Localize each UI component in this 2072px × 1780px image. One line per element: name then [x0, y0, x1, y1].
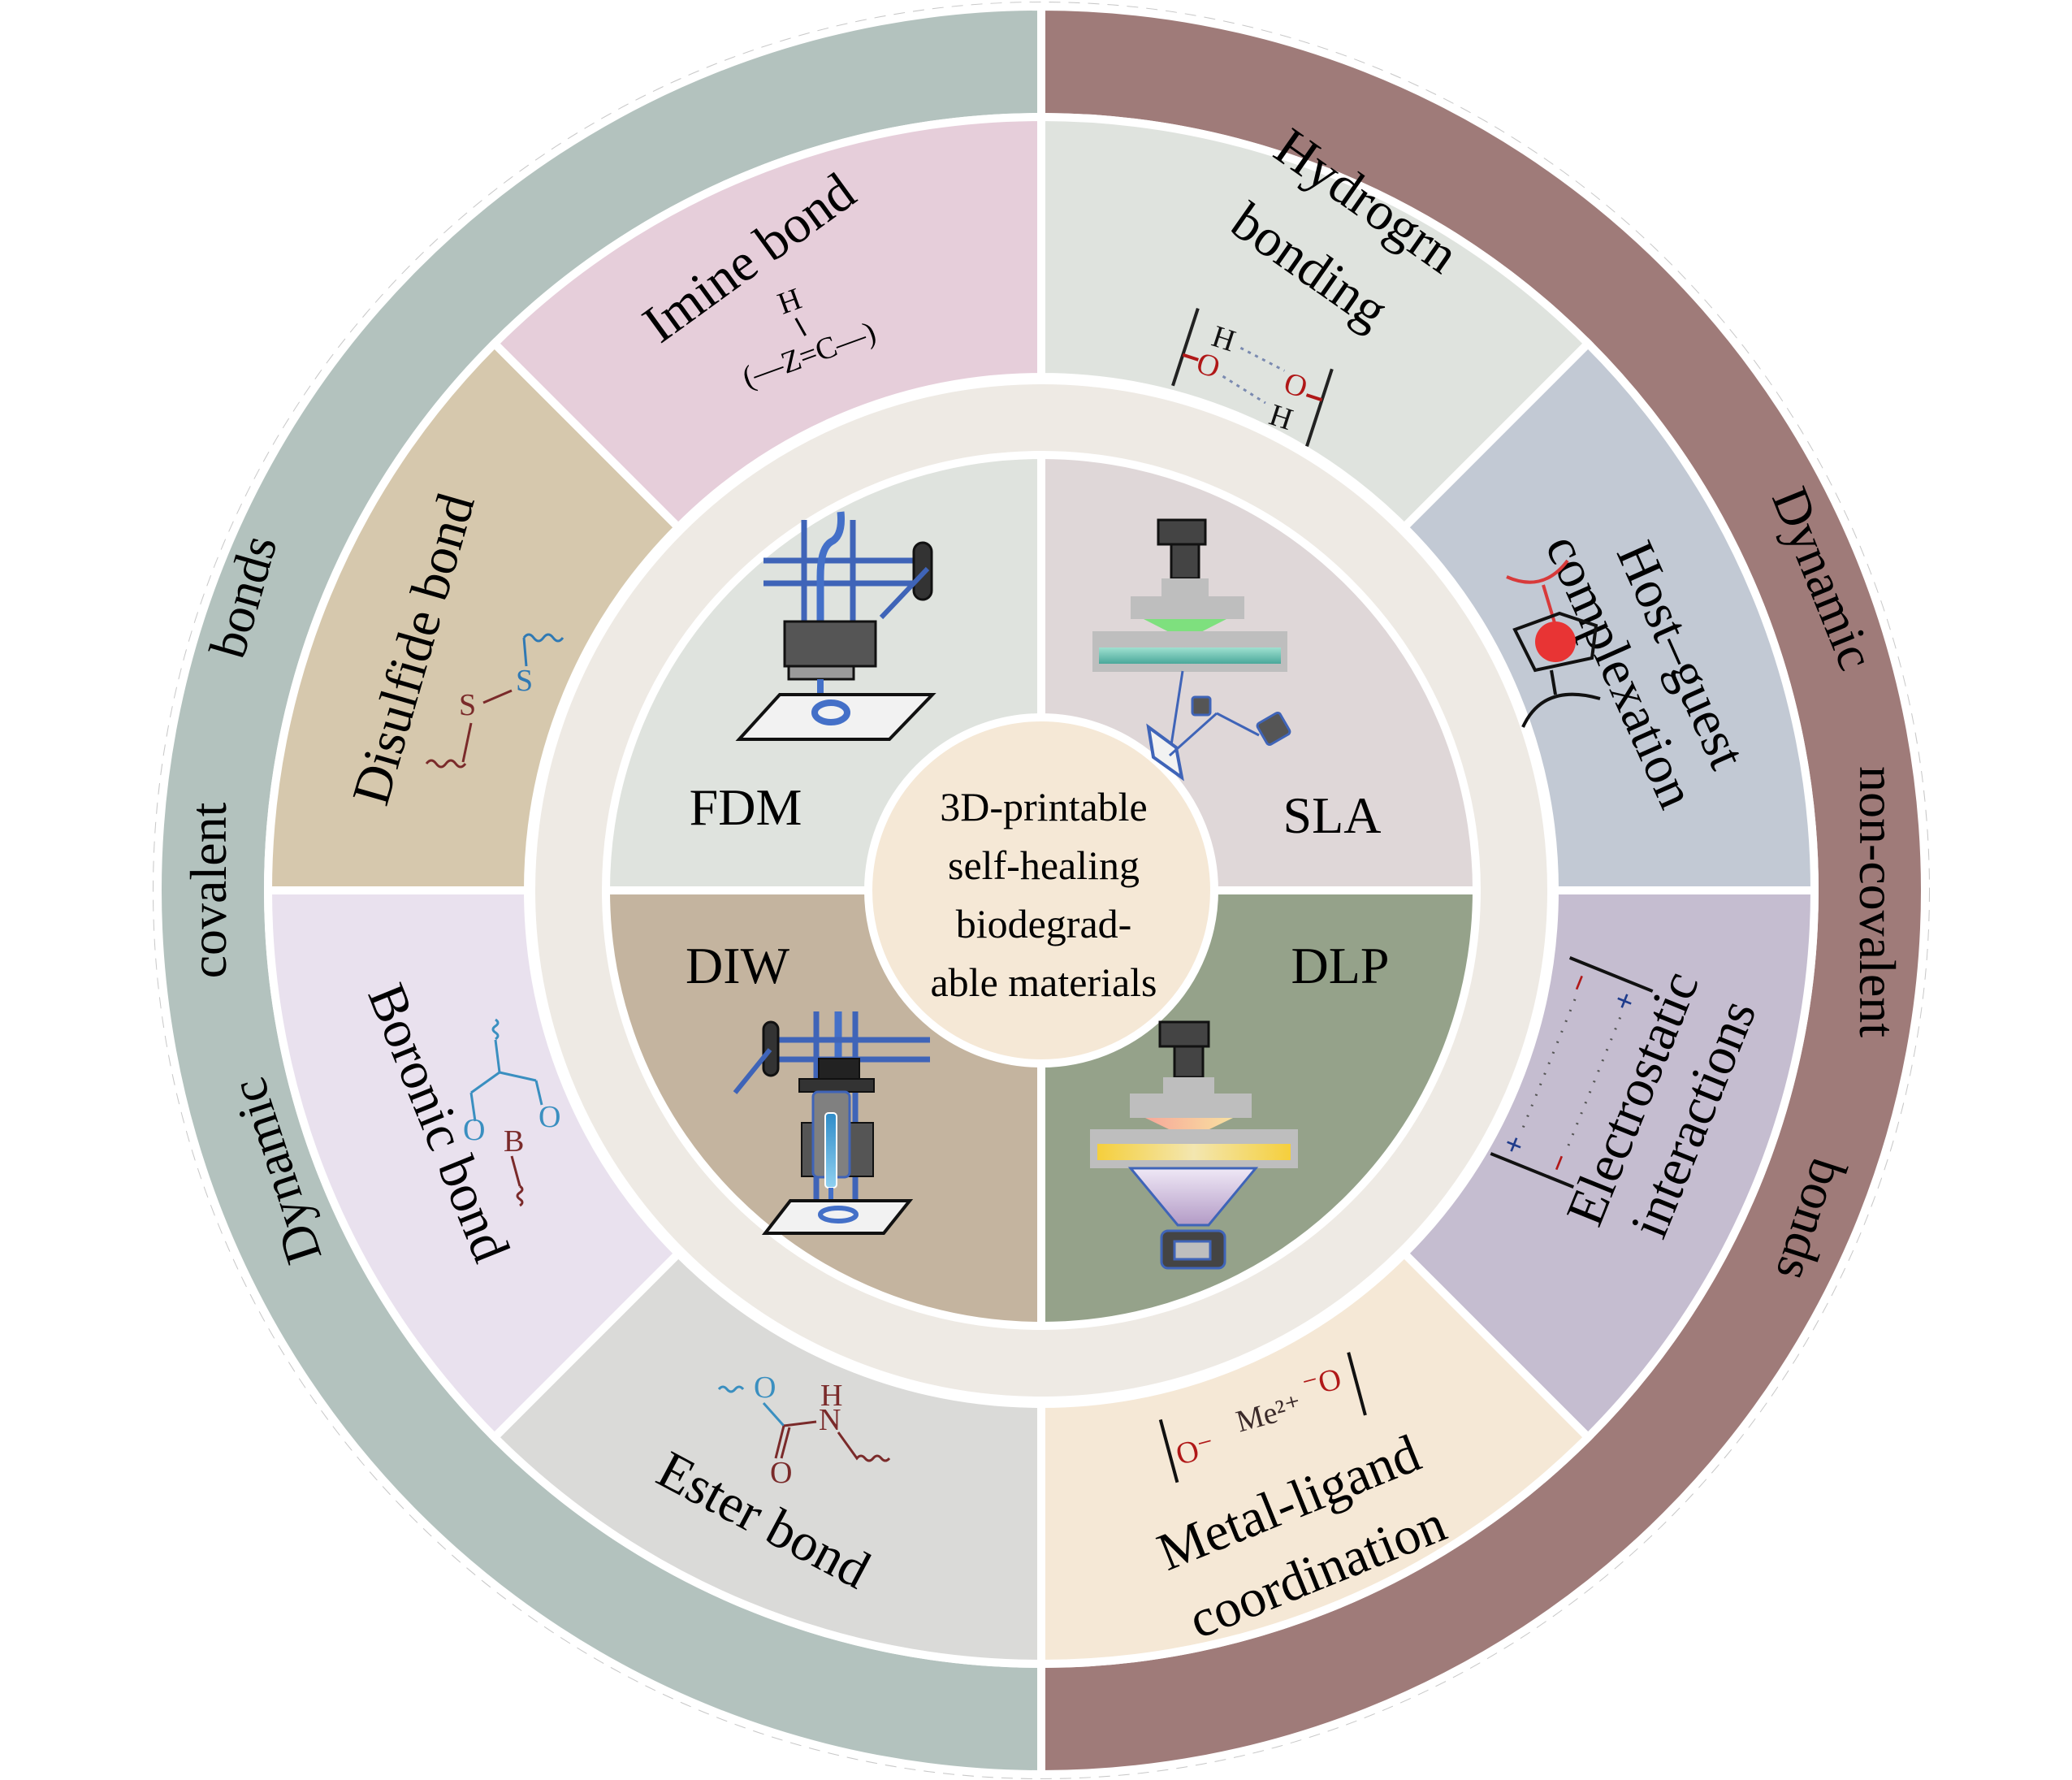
bond-type-ring	[263, 112, 1819, 1669]
dlp-printer-icon	[1090, 1020, 1298, 1270]
center-label-line2: self-healing	[948, 842, 1140, 888]
svg-text:O: O	[754, 1371, 776, 1405]
center-label-line4: able materials	[930, 959, 1157, 1005]
svg-text:N: N	[819, 1403, 841, 1437]
center-label: 3D-printable self-healing biodegrad- abl…	[930, 784, 1157, 1005]
svg-text:B: B	[504, 1124, 524, 1159]
technique-diw: DIW	[686, 937, 930, 1235]
fdm-label: FDM	[690, 778, 802, 836]
fdm-printer-icon	[735, 511, 937, 741]
technique-dlp: DLP	[1090, 937, 1390, 1270]
ring-word-covalent: covalent	[180, 802, 237, 978]
center-label-line1: 3D-printable	[940, 784, 1147, 829]
diw-printer-icon	[733, 1011, 930, 1235]
svg-text:O: O	[770, 1456, 792, 1490]
host-guest-structure-icon	[1506, 559, 1601, 728]
ring-word-non-covalent: non-covalent	[1849, 766, 1906, 1037]
technique-sla: SLA	[1092, 518, 1382, 844]
svg-text:O: O	[463, 1113, 485, 1147]
sla-printer-icon	[1092, 518, 1291, 782]
disulfide-structure-icon: S S	[425, 633, 565, 769]
center-label-line3: biodegrad-	[956, 901, 1132, 946]
sla-label: SLA	[1283, 786, 1382, 844]
diw-label: DIW	[686, 937, 790, 994]
dlp-label: DLP	[1291, 937, 1390, 994]
ester-structure-icon: O O H N	[717, 1371, 891, 1490]
svg-text:O: O	[539, 1100, 560, 1134]
svg-text:S: S	[516, 664, 533, 698]
svg-text:H: H	[820, 1379, 842, 1413]
svg-text:S: S	[459, 688, 476, 722]
technique-fdm: FDM	[690, 511, 937, 836]
boronic-structure-icon: O B O	[463, 1018, 560, 1207]
center-disc	[864, 713, 1218, 1068]
